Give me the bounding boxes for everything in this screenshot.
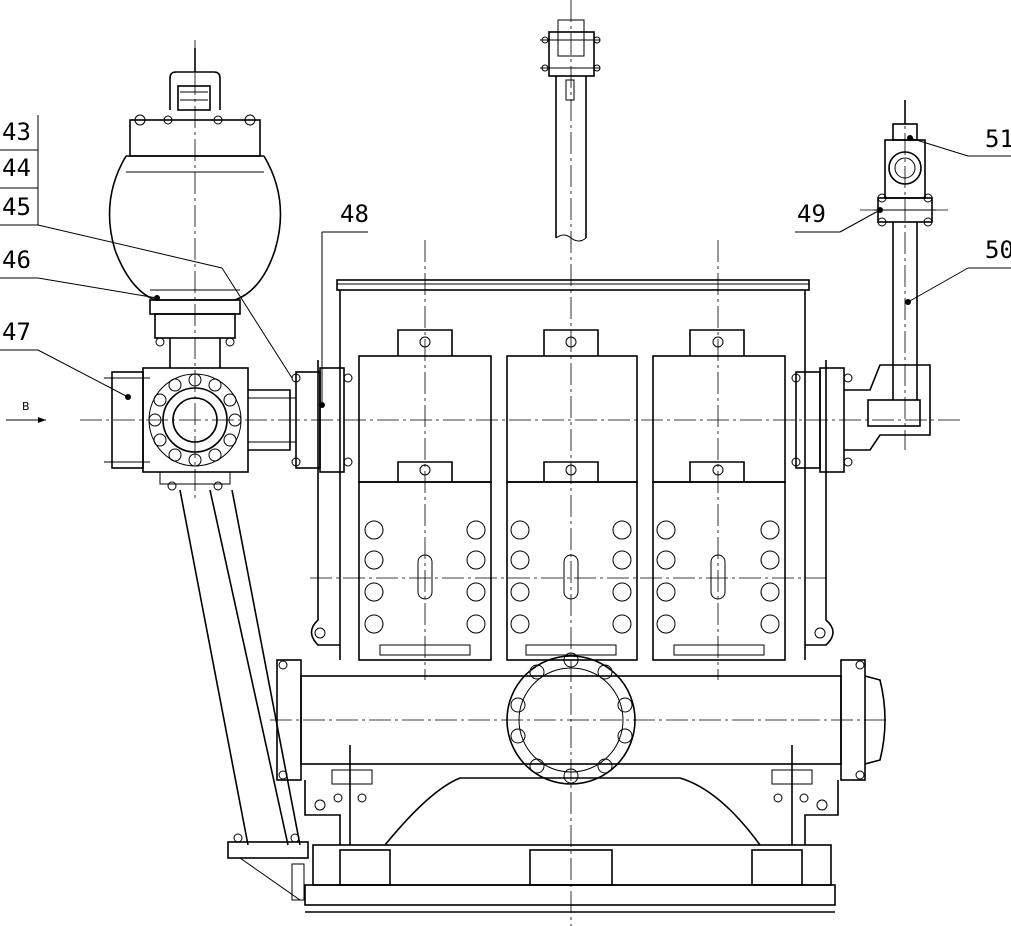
callouts: 43 44 45 46 47 48 49 50 51 bbox=[0, 115, 1011, 408]
view-label: B bbox=[22, 400, 30, 413]
base-bolts-left bbox=[331, 745, 373, 845]
manifold-bolt-circle bbox=[148, 373, 242, 467]
lower-manifold bbox=[276, 652, 886, 785]
pump-frame bbox=[310, 279, 834, 660]
base-bolts-right bbox=[771, 745, 813, 845]
base-skid bbox=[304, 745, 839, 913]
callout-51: 51 bbox=[985, 125, 1011, 153]
fluid-end-module-3 bbox=[652, 329, 786, 661]
callout-44: 44 bbox=[2, 154, 31, 182]
callout-45: 45 bbox=[2, 193, 31, 221]
callout-43: 43 bbox=[2, 118, 31, 146]
callout-49: 49 bbox=[797, 200, 826, 228]
fluid-end-module-2 bbox=[506, 329, 638, 661]
discharge-assembly-right bbox=[791, 100, 936, 473]
pulsation-dampener bbox=[108, 48, 282, 368]
fluid-end-module-1 bbox=[358, 329, 492, 661]
top-discharge-pipe bbox=[540, 19, 601, 242]
callout-47: 47 bbox=[2, 318, 31, 346]
support-struts bbox=[179, 489, 309, 901]
callout-48: 48 bbox=[340, 200, 369, 228]
view-marker-b: B bbox=[6, 400, 46, 423]
callout-50: 50 bbox=[985, 236, 1011, 264]
callout-46: 46 bbox=[2, 246, 31, 274]
suction-block-left bbox=[104, 367, 353, 491]
drive-flange-bolts bbox=[510, 652, 633, 784]
